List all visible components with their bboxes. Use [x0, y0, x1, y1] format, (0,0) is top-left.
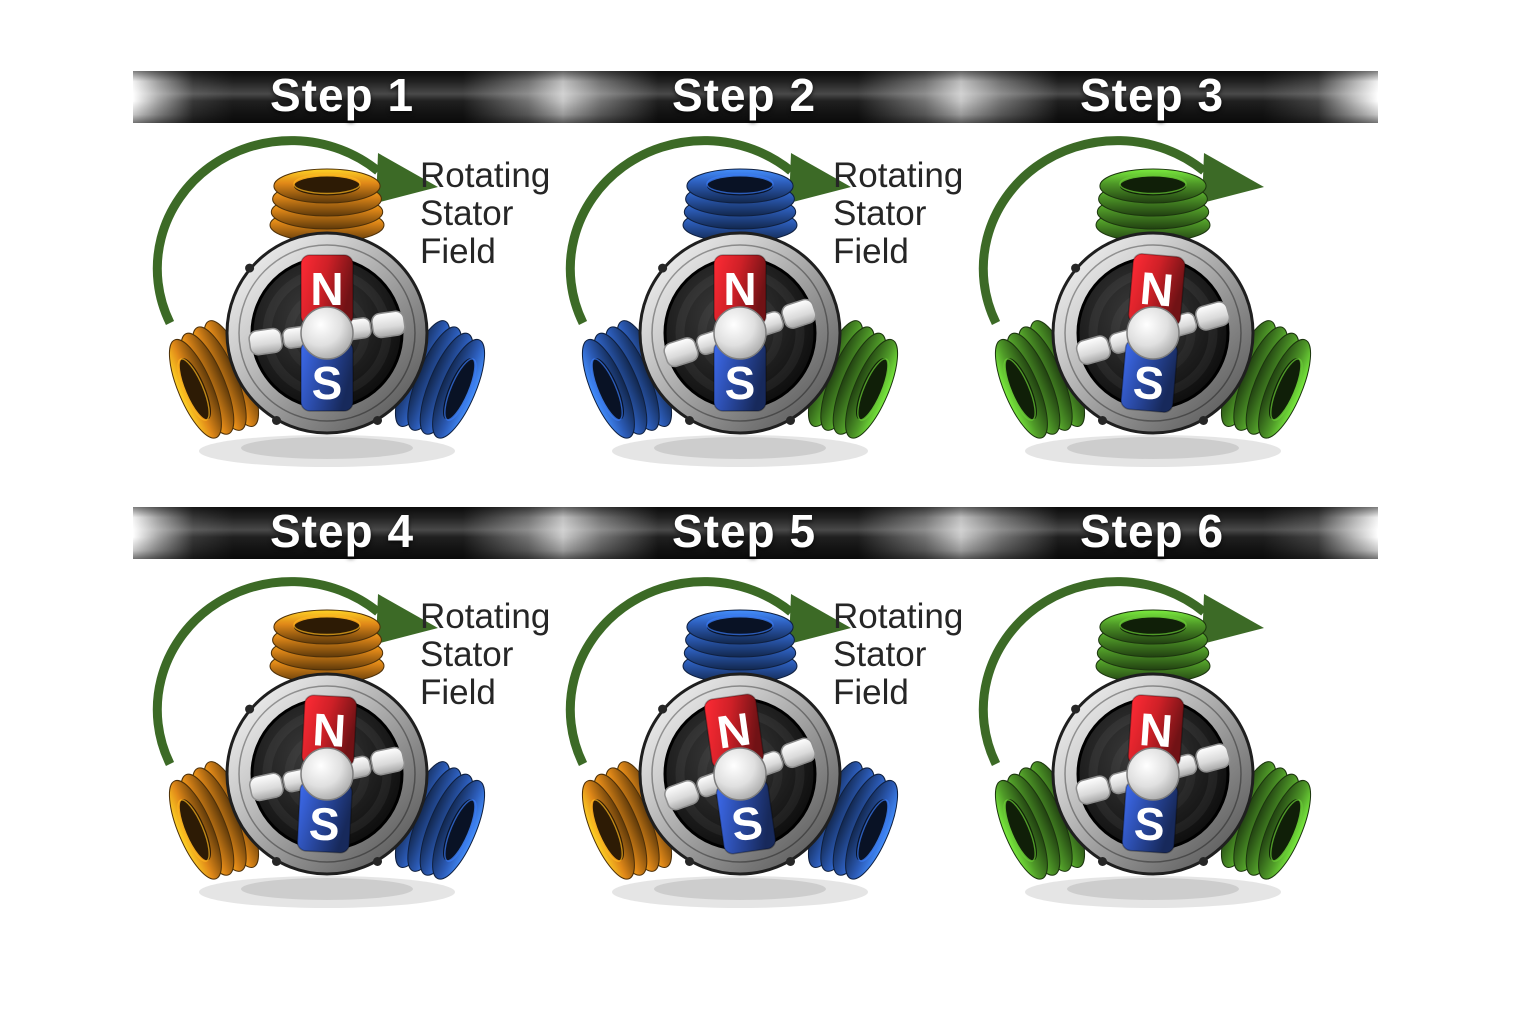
- step-4-label: Step 4: [269, 504, 415, 557]
- step-3-label: Step 3: [1079, 68, 1225, 121]
- svg-text:S: S: [1131, 356, 1166, 410]
- motor-illustration: N S: [120, 576, 540, 976]
- panel-step-4: N S Rotating Stator Field: [120, 576, 550, 976]
- svg-text:S: S: [728, 796, 766, 852]
- svg-text:S: S: [308, 797, 341, 851]
- motor-illustration: N S: [946, 135, 1366, 535]
- svg-text:S: S: [725, 357, 756, 409]
- panel-step-2: N S Rotating Stator Field: [533, 135, 963, 535]
- step-2-label: Step 2: [671, 68, 817, 121]
- panel-step-1: N S Rotating Stator Field: [120, 135, 550, 535]
- panel-step-5: N S Rotating Stator Field: [533, 576, 963, 976]
- rotating-stator-field-caption: Rotating Stator Field: [833, 156, 964, 271]
- step-6-label: Step 6: [1079, 504, 1225, 557]
- svg-text:S: S: [312, 357, 343, 409]
- rotating-stator-field-caption: Rotating Stator Field: [420, 156, 551, 271]
- rotating-stator-field-caption: Rotating Stator Field: [420, 597, 551, 712]
- panel-step-6: N S: [946, 576, 1366, 976]
- rotating-stator-field-caption: Rotating Stator Field: [833, 597, 964, 712]
- step-1-label: Step 1: [269, 68, 415, 121]
- motor-illustration: N S: [533, 135, 953, 535]
- step-5-label: Step 5: [671, 504, 817, 557]
- step-banner-row-2: Step 4 Step 5 Step 6: [133, 504, 1378, 559]
- panel-step-3: N S: [946, 135, 1366, 535]
- motor-illustration: N S: [120, 135, 540, 535]
- step-banner-row-1: Step 1 Step 2 Step 3: [133, 68, 1378, 123]
- motor-illustration: N S: [946, 576, 1366, 976]
- svg-text:S: S: [1132, 797, 1166, 851]
- motor-illustration: N S: [533, 576, 953, 976]
